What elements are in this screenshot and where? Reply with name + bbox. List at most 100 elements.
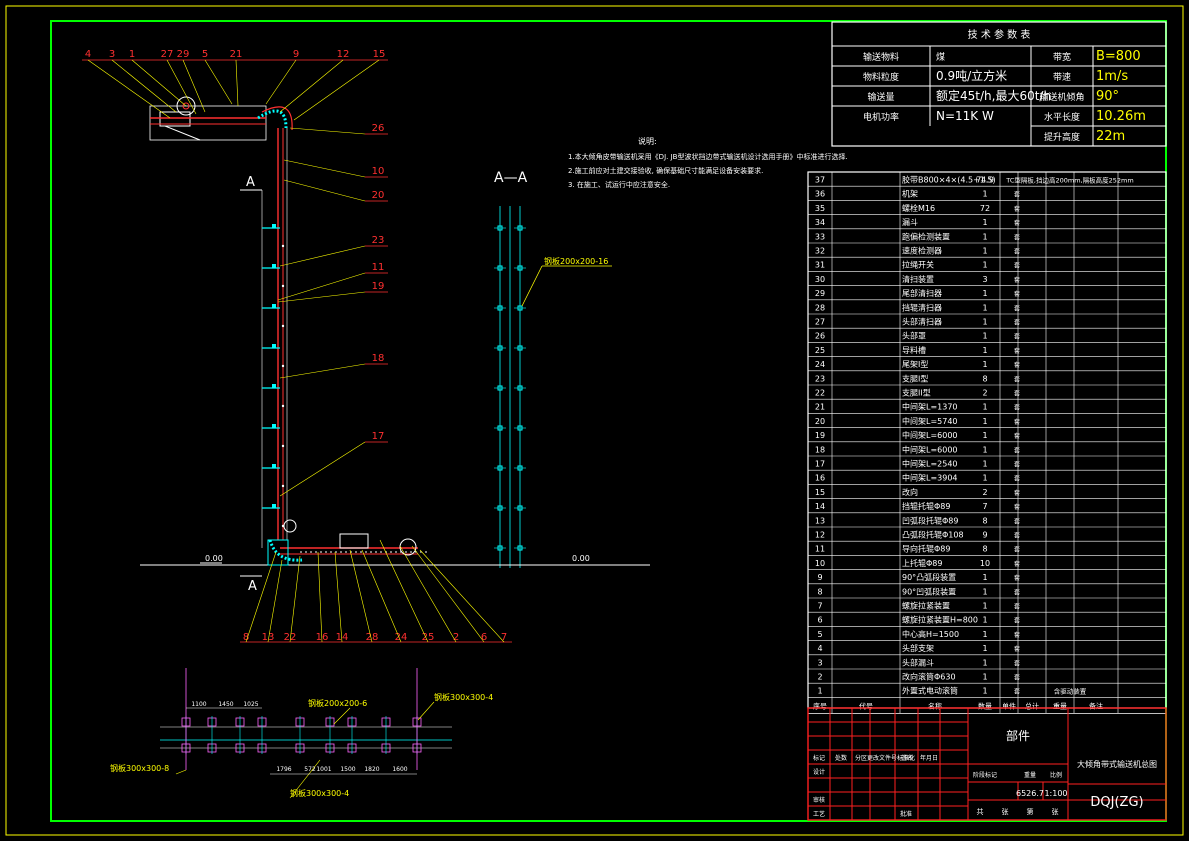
part-unit: 套 [1014,645,1020,653]
part-qty: 1 [982,474,987,483]
part-number: 13 [815,516,825,525]
tech-param-value: 煤 [936,51,945,63]
title-block-label: 张 [1052,807,1059,816]
title-block-label: 分区 [855,754,867,762]
part-name: 头部漏斗 [902,657,934,667]
part-qty: 1 [982,644,987,653]
title-block-label: 共 [977,807,984,816]
title-block-label: 标准化 [897,754,915,762]
part-number: 31 [815,261,825,270]
part-name: 挡辊清扫器 [902,302,942,312]
part-name: 中心高H=1500 [902,629,959,639]
parts-header-cell: 名称 [928,701,942,710]
part-qty: 1 [982,190,987,199]
section-marker-top: A [246,175,255,190]
part-name: 中间架L=2540 [902,459,958,469]
tech-param-value: 90° [1096,89,1119,104]
plan-dim: 1450 [218,701,233,708]
part-unit: 套 [1014,290,1020,298]
part-number: 35 [815,204,825,213]
part-qty: 7 [982,502,987,511]
title-block-label: 年月日 [920,754,938,762]
part-unit: 套 [1014,248,1020,256]
part-name: 螺栓M16 [902,203,935,213]
plan-plate-top: 钢板200x200-6 [308,698,367,708]
part-qty: 1 [982,602,987,611]
part-unit: 套 [1014,674,1020,682]
part-qty: 1 [982,431,987,440]
section-ground-label: 0.00 [572,554,590,563]
part-name: 机架 [902,189,918,199]
plan-dim: 1025 [243,701,258,708]
parts-header-cell: 代号 [859,701,873,710]
drawing-code: DQJ(ZG) [1090,795,1143,810]
part-number: 16 [815,474,825,483]
part-name: 漏斗 [902,217,918,227]
part-name: 头部罩 [902,331,926,341]
main-elevation: 0.00 A A [140,96,465,594]
tech-param-value: 额定45t/h,最大60t/h [936,88,1051,103]
part-qty: 8 [982,516,987,525]
part-name: 导料槽 [902,345,926,355]
part-unit: 套 [1014,361,1020,369]
outer-border [5,5,1184,836]
notes: 说明: 1.本大倾角皮带输送机采用《DJ. JB型波状挡边带式输送机设计选用手册… [568,136,848,189]
part-qty: 1 [982,587,987,596]
title-block-label: 签名 [901,754,913,762]
callout-number: 4 [85,49,91,60]
title-block-label: 张 [1002,807,1009,816]
parts-header-cell: 单件 [1002,701,1016,710]
part-qty: 9 [982,531,987,540]
part-unit: 套 [1014,517,1020,525]
part-unit: 套 [1014,532,1020,540]
part-number: 34 [815,218,825,227]
part-unit: 套 [1014,475,1020,483]
part-note: 含驱动装置 [1054,687,1087,696]
part-unit: 套 [1014,617,1020,625]
part-number: 25 [815,346,825,355]
callout-number: 11 [372,262,385,273]
tech-param-value: 22m [1096,129,1125,144]
tech-param-key: 水平长度 [1044,111,1080,123]
part-qty: 1 [982,247,987,256]
part-unit: 套 [1014,375,1020,383]
tech-param-value: N=11K W [936,109,994,123]
callout-number: 29 [177,49,190,60]
tech-param-value: 10.26m [1096,109,1146,124]
callout-number: 12 [337,49,350,60]
tech-param-key: 输送物料 [863,51,899,63]
part-unit: 套 [1014,304,1020,312]
part-number: 7 [817,602,822,611]
part-name: 导向托辊Φ89 [902,544,950,554]
parts-header-cell: 重量 [1053,702,1067,710]
part-name: 中间架L=5740 [902,416,958,426]
callout-number: 5 [202,49,208,60]
plan-dim: 572 [304,766,316,773]
tech-param-value: 1m/s [1096,69,1128,84]
part-unit: 套 [1014,347,1020,355]
callout-number: 24 [395,632,408,643]
part-name: 改向滚筒Φ630 [902,672,956,682]
part-name: 中间架L=6000 [902,430,958,440]
parts-header-cell: 序号 [813,701,827,710]
part-number: 28 [815,303,825,312]
part-unit: 套 [1014,631,1020,639]
part-number: 33 [815,232,825,241]
part-number: 4 [817,644,822,653]
part-number: 21 [815,403,825,412]
title-block-label: 处数 [835,754,847,762]
part-qty: 1 [982,218,987,227]
part-number: 19 [815,431,825,440]
part-qty: 1 [982,616,987,625]
part-unit: 套 [1014,688,1020,696]
part-name: 胶带B800×4×(4.5+1.5) [902,175,996,185]
part-name: 90°凹弧段装置 [902,586,956,596]
part-number: 3 [817,658,822,667]
part-number: 32 [815,247,825,256]
parts-header-cell: 备注 [1089,701,1103,710]
part-unit: 套 [1014,276,1020,284]
callout-number: 14 [336,632,349,643]
plan-dim: 1796 [276,766,291,773]
